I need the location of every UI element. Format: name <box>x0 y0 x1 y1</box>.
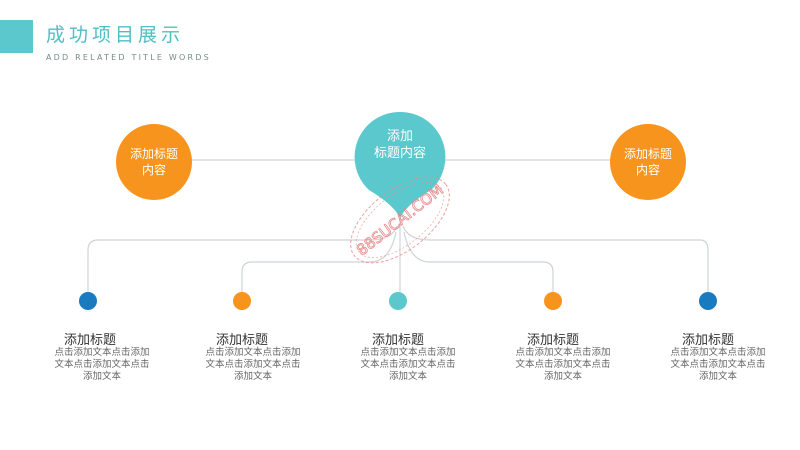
item-desc-4: 点击添加文本点击添加文本点击添加文本点击添加文本 <box>515 347 611 382</box>
item-desc-5: 点击添加文本点击添加文本点击添加文本点击添加文本 <box>670 347 766 382</box>
center-topic-line1: 添加 <box>386 129 413 144</box>
page-subtitle: ADD RELATED TITLE WORDS <box>46 53 211 62</box>
item-dot-5 <box>699 292 717 310</box>
center-topic-label: 添加 标题内容 <box>355 128 445 162</box>
item-desc-3: 点击添加文本点击添加文本点击添加文本点击添加文本 <box>360 347 456 382</box>
item-title-4: 添加标题 <box>526 333 579 348</box>
item-dot-2 <box>233 292 251 310</box>
page-title: 成功项目展示 <box>46 24 185 46</box>
watermark-stamp: 88SUCAI.COM <box>350 176 450 264</box>
item-title-1: 添加标题 <box>63 333 116 348</box>
center-topic-line2: 标题内容 <box>373 146 426 161</box>
title-accent-block <box>0 20 33 53</box>
left-topic-circle: 添加标题内容 <box>116 124 192 200</box>
item-dot-4 <box>544 292 562 310</box>
item-title-2: 添加标题 <box>215 333 268 348</box>
right-topic-label: 添加标题内容 <box>624 147 673 177</box>
right-topic-circle: 添加标题内容 <box>610 124 686 200</box>
left-topic-label: 添加标题内容 <box>130 147 179 177</box>
center-pin-shape <box>354 111 446 218</box>
item-dot-1 <box>79 292 97 310</box>
item-desc-1: 点击添加文本点击添加文本点击添加文本点击添加文本 <box>54 347 150 382</box>
item-desc-2: 点击添加文本点击添加文本点击添加文本点击添加文本 <box>205 347 301 382</box>
item-dot-3 <box>389 292 407 310</box>
branch-lines <box>87 218 709 292</box>
watermark-text: 88SUCAI.COM <box>353 181 447 260</box>
item-title-5: 添加标题 <box>681 333 734 348</box>
item-title-3: 添加标题 <box>371 333 424 348</box>
